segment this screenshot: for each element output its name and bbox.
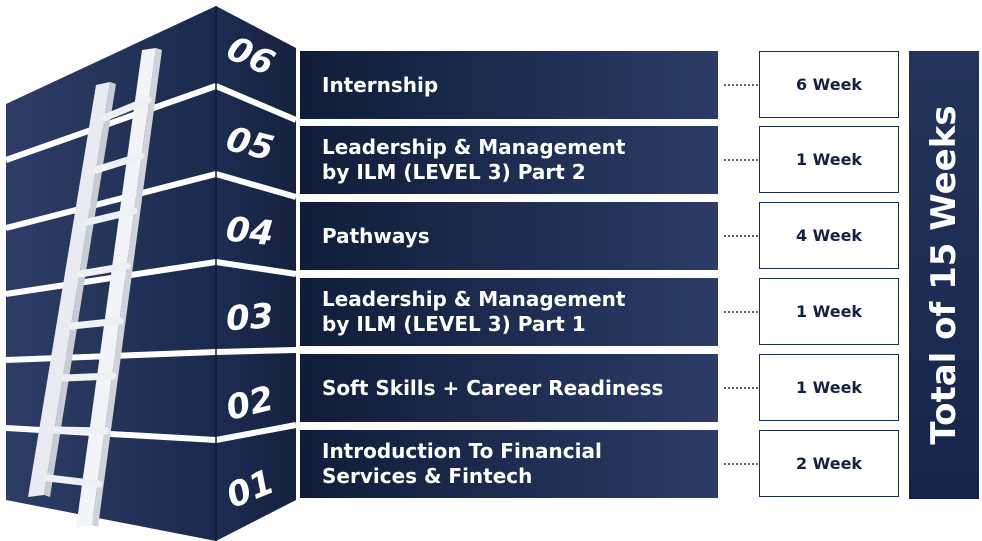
connector-03 [724, 311, 758, 313]
duration-box-04: 4 Week [759, 202, 899, 269]
stage-title: Soft Skills + Career Readiness [322, 375, 664, 400]
connector-02 [724, 387, 758, 389]
stage-title-line-1: Introduction To Financial [322, 439, 602, 463]
connector-04 [724, 235, 758, 237]
stage-title-line-1: Leadership & Management [322, 135, 626, 159]
stage-title-line-2: Services & Fintech [322, 464, 533, 488]
connector-01 [724, 463, 758, 465]
stage-bar-04: Pathways [300, 202, 718, 270]
stage-number-03: 03 [224, 296, 275, 340]
stage-bar-02: Soft Skills + Career Readiness [300, 354, 718, 422]
stage-bar-06: Internship [300, 51, 718, 119]
stage-bar-05: Leadership & Management by ILM (LEVEL 3)… [300, 126, 718, 194]
stage-bar-01: Introduction To Financial Services & Fin… [300, 430, 718, 498]
duration-box-05: 1 Week [759, 126, 899, 193]
stage-title-line-2: by ILM (LEVEL 3) Part 1 [322, 312, 586, 336]
duration-box-03: 1 Week [759, 278, 899, 345]
stage-title-line-1: Leadership & Management [322, 287, 626, 311]
stage-bar-03: Leadership & Management by ILM (LEVEL 3)… [300, 278, 718, 346]
total-label: Total of 15 Weeks [924, 105, 964, 445]
duration-box-06: 6 Week [759, 51, 899, 118]
stage-title-line-2: by ILM (LEVEL 3) Part 2 [322, 160, 586, 184]
duration-box-01: 2 Week [759, 430, 899, 497]
tower-layer-lines [5, 83, 298, 443]
stage-title: Internship [322, 72, 439, 97]
duration-box-02: 1 Week [759, 354, 899, 421]
stage-title: Pathways [322, 223, 430, 248]
ladder [28, 48, 162, 528]
stage-number-04: 04 [224, 209, 276, 255]
connector-05 [724, 159, 758, 161]
connector-06 [724, 84, 758, 86]
total-banner: Total of 15 Weeks [909, 51, 979, 499]
tower-front-face [216, 6, 296, 541]
